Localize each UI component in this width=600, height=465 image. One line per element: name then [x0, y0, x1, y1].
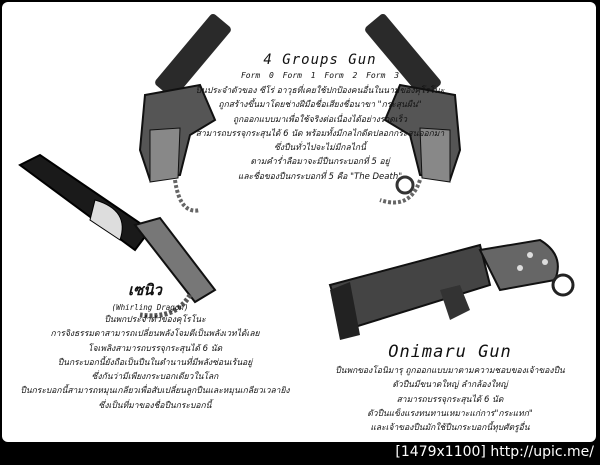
onimaru-gun-title: Onimaru Gun [388, 342, 512, 362]
onimaru-gun-illustration [328, 238, 575, 340]
four-groups-gun-description: 4 Groups Gun Form 0 Form 1 Form 2 Form 3… [170, 52, 470, 184]
description-line: ตัวปืนแข็งแรงทนทานเหมาะแก่การ"กระแทก" [367, 408, 533, 419]
watermark: [1479x1100] http://upic.me/ [395, 444, 594, 460]
whirling-dragon-title: เซนิว [128, 281, 162, 299]
revolver-right-illustration [365, 14, 462, 205]
description-line: สามารถบรรจุกระสุนได้ 6 นัด พร้อมทั้งมีกล… [195, 128, 445, 139]
description-line: ตามคำร่ำลือมาจะมีปืนกระบอกที่ 5 อยู่ [250, 157, 390, 168]
whirling-dragon-gun-illustration [18, 153, 217, 319]
whirling-dragon-description: เซนิว (Whirling Dragon) ปืนพกประจำตัวของ… [5, 278, 305, 413]
description-line: และเจ้าของปืนมักใช้ปืนกระบอกนี้ทุบศัตรูอ… [370, 423, 530, 434]
description-line: สามารถบรรจุกระสุนได้ 6 นัด [396, 394, 504, 405]
description-line: การจิงธรรมดาสามารถเปลี่ยนพลังโจมตีเป็นพล… [50, 329, 260, 340]
description-line: ถูกออกแบบมาเพื่อใช้จริงต่อเนื่องได้อย่าง… [232, 114, 408, 125]
whirling-dragon-subtitle: (Whirling Dragon) [111, 303, 189, 312]
forms-label: Form 0 Form 1 Form 2 Form 3 [240, 71, 400, 80]
description-line: ตัวปืนมีขนาดใหญ่ ลำกล้องใหญ่ [392, 380, 508, 391]
onimaru-gun-description: Onimaru Gun ปืนพกของโอนิมารุ ถูกออกแบบมา… [315, 340, 585, 435]
description-line: ถูกสร้างขึ้นมาโดยช่างฝีมือชื่อเสียงชื่อน… [218, 100, 422, 111]
four-groups-gun-title: 4 Groups Gun [263, 52, 377, 68]
description-line: ซึ่งปืนทั่วไปจะไม่มีกลไกนี้ [274, 143, 366, 154]
description-line: ซึ่งเป็นที่มาของชื่อปืนกระบอกนี้ [98, 400, 212, 411]
description-line: ปืนกระบอกนี้ยังถือเป็นปืนในตำนานที่มีพลั… [57, 357, 253, 368]
description-line: ซึ่งกันว่ามีเพียงกระบอกเดียวในโลก [91, 372, 219, 383]
description-line: และชื่อของปืนกระบอกที่ 5 คือ "The Death" [237, 171, 403, 182]
description-line: ปืนประจำตัวของ ซีโร่ อาวุธที่เคยใช้ปกป้อ… [195, 86, 445, 96]
revolver-left-illustration [138, 14, 231, 213]
description-line: ปืนพกประจำตัวของคุโรโนะ [104, 315, 206, 325]
description-line: โจเพลิงสามารถบรรจุกระสุนได้ 6 นัด [87, 343, 223, 354]
description-line: ปืนพกของโอนิมารุ ถูกออกแบบมาตามความชอบขอ… [335, 366, 565, 376]
description-line: ปืนกระบอกนี้สามารถหมุนเกลียวเพื่อสับเปลี… [20, 386, 290, 397]
